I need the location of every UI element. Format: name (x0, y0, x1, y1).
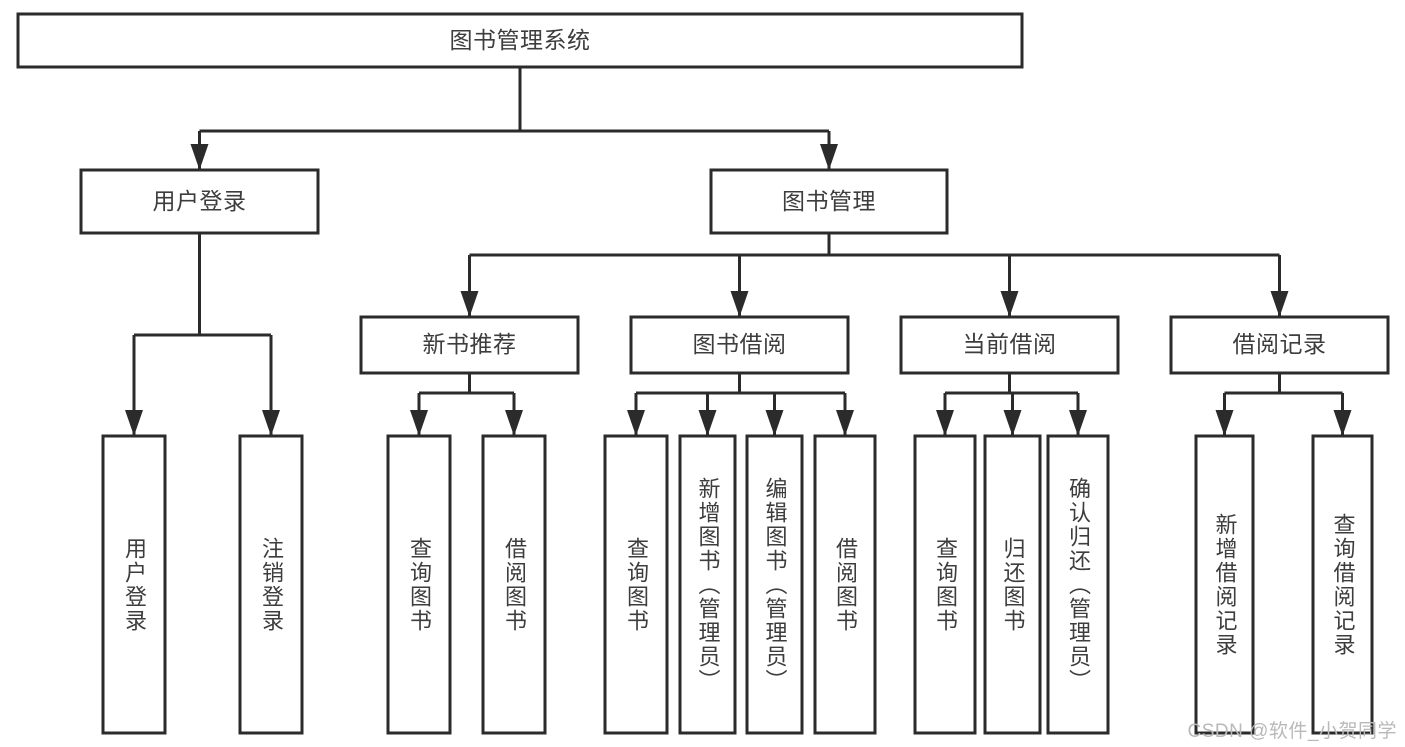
arrow-icon-current-borrow-to-leaf-confirm-return (1069, 410, 1087, 436)
arrow-icon-book-manage-to-book-borrow (730, 291, 749, 317)
node-box-leaf-query-record[interactable] (1311, 434, 1374, 735)
arrow-icon-book-manage-to-borrow-record (1270, 291, 1289, 317)
node-box-root[interactable] (16, 12, 1024, 69)
node-box-leaf-add-record[interactable] (1194, 434, 1255, 735)
arrow-icon-current-borrow-to-leaf-return-book (1003, 410, 1022, 436)
node-box-leaf-add-book[interactable] (678, 434, 737, 735)
node-box-leaf-return-book[interactable] (983, 434, 1042, 735)
watermark-text: CSDN @软件_小贺同学 (1187, 721, 1397, 742)
arrow-icon-book-borrow-to-leaf-add-book (698, 410, 717, 436)
node-box-leaf-query-book-1[interactable] (386, 434, 452, 735)
node-box-leaf-query-book-3[interactable] (913, 434, 977, 735)
arrow-icon-borrow-record-to-leaf-query-record (1333, 410, 1352, 436)
arrow-icon-user-login-to-leaf-logout (262, 410, 280, 436)
arrow-icon-book-borrow-to-leaf-query-book-2 (627, 410, 645, 436)
arrow-icon-book-borrow-to-leaf-edit-book (765, 410, 784, 436)
node-box-book-borrow[interactable] (629, 315, 850, 375)
node-box-leaf-user-login[interactable] (101, 434, 167, 735)
node-box-leaf-edit-book[interactable] (745, 434, 804, 735)
node-box-new-book-rec[interactable] (359, 315, 580, 375)
node-box-leaf-confirm-return[interactable] (1046, 434, 1110, 735)
node-box-leaf-logout[interactable] (238, 434, 304, 735)
arrow-icon-user-login-to-leaf-user-login (125, 410, 143, 436)
arrow-icon-new-book-rec-to-leaf-borrow-book-1 (505, 410, 523, 436)
arrow-icon-current-borrow-to-leaf-query-book-3 (936, 410, 954, 436)
node-box-borrow-record[interactable] (1169, 315, 1390, 375)
arrow-icon-root-to-user-login (190, 144, 209, 170)
arrow-icon-borrow-record-to-leaf-add-record (1215, 410, 1234, 436)
node-box-book-manage[interactable] (709, 168, 949, 235)
box-layer (16, 12, 1390, 735)
arrow-icon-root-to-book-manage (820, 144, 838, 170)
connector-layer (125, 67, 1352, 436)
arrow-icon-book-manage-to-current-borrow (1000, 291, 1019, 317)
node-box-user-login[interactable] (79, 168, 320, 235)
node-box-leaf-borrow-book-1[interactable] (481, 434, 547, 735)
node-box-current-borrow[interactable] (899, 315, 1120, 375)
node-box-leaf-borrow-book-2[interactable] (813, 434, 877, 735)
arrow-icon-book-borrow-to-leaf-borrow-book-2 (836, 410, 854, 436)
arrow-icon-book-manage-to-new-book-rec (460, 291, 479, 317)
node-box-leaf-query-book-2[interactable] (603, 434, 669, 735)
arrow-icon-new-book-rec-to-leaf-query-book-1 (410, 410, 428, 436)
